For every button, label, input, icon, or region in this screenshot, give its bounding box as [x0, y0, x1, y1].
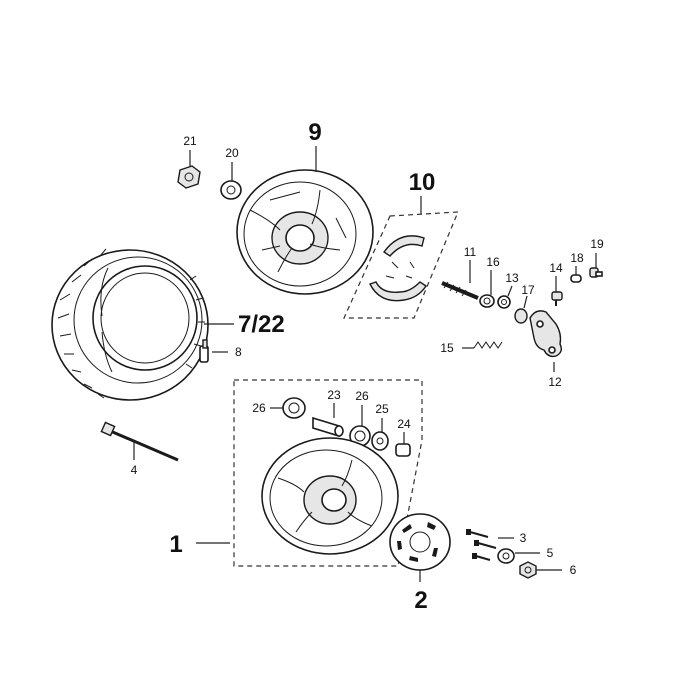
nut-21 [177, 165, 201, 189]
callout-9: 9 [308, 119, 321, 146]
nut-6 [519, 561, 537, 579]
callout-5: 5 [547, 546, 554, 560]
seal-16 [479, 294, 495, 308]
valve [199, 339, 209, 363]
brake-shoe-group-box [343, 211, 459, 319]
callout-8: 8 [235, 345, 242, 359]
callout-11: 11 [464, 245, 477, 259]
callout-18: 18 [570, 251, 584, 265]
front-wheel-rim [261, 437, 399, 555]
callout-6: 6 [570, 563, 577, 577]
seal-25 [371, 431, 389, 451]
bearing-26-left [282, 397, 306, 419]
part-19 [589, 267, 603, 278]
callout-2: 2 [414, 587, 427, 614]
callout-21: 21 [183, 134, 197, 148]
callout-12: 12 [548, 375, 562, 389]
callout-24: 24 [397, 417, 411, 431]
callout-26-left: 26 [252, 401, 266, 415]
collar-24 [395, 443, 411, 457]
axle-4 [100, 421, 179, 462]
callout-4: 4 [131, 463, 138, 477]
callout-23: 23 [327, 388, 341, 402]
callout-19: 19 [590, 237, 604, 251]
front-wheel-group-box [233, 379, 423, 567]
callout-16: 16 [486, 255, 500, 269]
brake-arm-12 [529, 310, 563, 358]
spring-15 [473, 341, 503, 349]
brake-disc-2 [389, 513, 451, 571]
callout-26-right: 26 [355, 389, 369, 403]
callout-10: 10 [409, 169, 436, 196]
leader-lines [133, 146, 597, 582]
spacer-23 [312, 416, 344, 438]
bolt-14 [551, 291, 563, 306]
rear-wheel-rim [236, 169, 374, 295]
washer-20 [220, 180, 242, 200]
callout-labels: 21 20 9 10 11 16 13 17 14 18 19 15 12 7/… [131, 119, 604, 614]
callout-17: 17 [521, 283, 535, 297]
callout-14: 14 [549, 261, 563, 275]
callout-20: 20 [225, 146, 239, 160]
tire [51, 248, 209, 401]
callout-25: 25 [375, 402, 389, 416]
washer-13 [497, 295, 511, 309]
brake-cam-11 [441, 281, 479, 300]
washer-5 [497, 548, 515, 564]
bolts-3 [466, 529, 497, 561]
callout-13: 13 [505, 271, 519, 285]
indicator-17 [514, 308, 528, 324]
callout-15: 15 [440, 341, 454, 355]
callout-1: 1 [169, 531, 182, 558]
pin-18 [570, 274, 582, 283]
callout-3: 3 [520, 531, 527, 545]
callout-7-22: 7/22 [238, 311, 285, 338]
brake-shoes [369, 235, 427, 302]
